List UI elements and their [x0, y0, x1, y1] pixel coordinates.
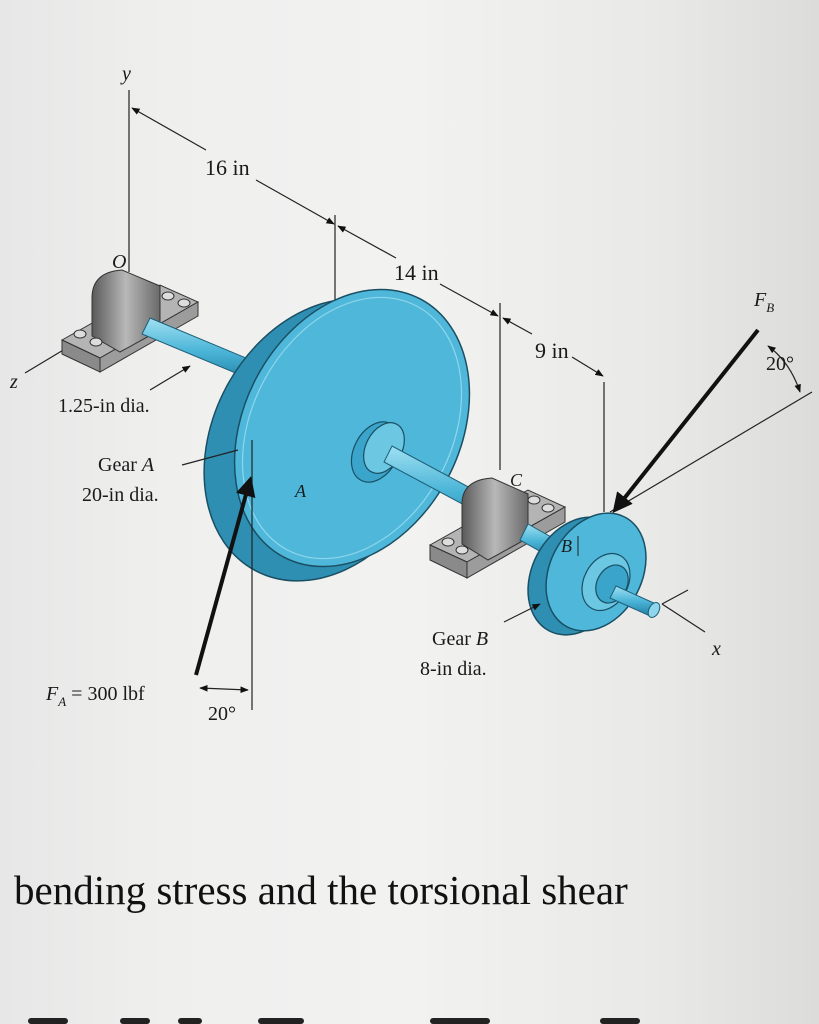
svg-text:FB: FB [753, 289, 774, 315]
bearing-c: C [428, 470, 567, 579]
origin-label: O [112, 251, 126, 273]
shaft-dia-label: 1.25-in dia. [58, 395, 150, 417]
dimension-14in-label: 14 in [394, 260, 439, 285]
force-b-sub: B [766, 300, 774, 315]
gear-a: A [203, 288, 471, 582]
force-b-arrow [612, 328, 760, 514]
dimension-14in: 14 in [337, 225, 499, 317]
shaft-gear-diagram: y z x O 16 in 14 in 9 in [9, 63, 813, 725]
force-b-angle: 20° [766, 353, 794, 375]
gear-b-callout: Gear B 8-in dia. [420, 603, 541, 680]
gear-b: B [527, 512, 661, 636]
cut-off-text-line [0, 1010, 819, 1024]
gear-b-name: B [476, 628, 488, 650]
z-axis-label: z [9, 371, 18, 393]
force-a: FA = 300 lbf 20° [45, 440, 256, 725]
svg-text:Gear B: Gear B [432, 628, 488, 650]
force-a-arrow [194, 476, 256, 676]
force-a-sub: A [57, 694, 66, 709]
gear-b-name-prefix: Gear [432, 628, 476, 650]
x-axis-label: x [711, 638, 721, 660]
force-b-symbol: F [753, 289, 767, 311]
gear-b-dia-label: 8-in dia. [420, 658, 487, 680]
dimension-9in: 9 in [502, 317, 604, 377]
dimension-16in-label: 16 in [205, 155, 250, 180]
dimension-9in-label: 9 in [535, 338, 569, 363]
y-axis: y [120, 63, 131, 272]
force-a-value: = 300 lbf [66, 683, 145, 705]
svg-text:Gear A: Gear A [98, 454, 155, 476]
y-axis-label: y [120, 63, 131, 85]
force-a-symbol: F [45, 683, 59, 705]
gear-a-callout: Gear A 20-in dia. [82, 449, 239, 506]
bearing-c-label: C [510, 470, 523, 490]
x-axis: x [661, 589, 721, 660]
bearing-o [60, 269, 200, 373]
gear-a-name-prefix: Gear [98, 454, 142, 476]
force-b: FB 20° [609, 289, 813, 514]
shaft-dia-callout: 1.25-in dia. [58, 365, 191, 417]
svg-text:FA = 300 lbf: FA = 300 lbf [45, 683, 145, 709]
dimension-16in: 16 in [131, 107, 335, 225]
gear-a-dia-label: 20-in dia. [82, 484, 159, 506]
problem-text-line: bending stress and the torsional shear [14, 867, 628, 913]
gear-a-name: A [140, 454, 155, 476]
gear-a-face-label: A [294, 481, 307, 501]
force-a-angle: 20° [208, 703, 236, 725]
gear-b-face-label: B [561, 536, 572, 556]
